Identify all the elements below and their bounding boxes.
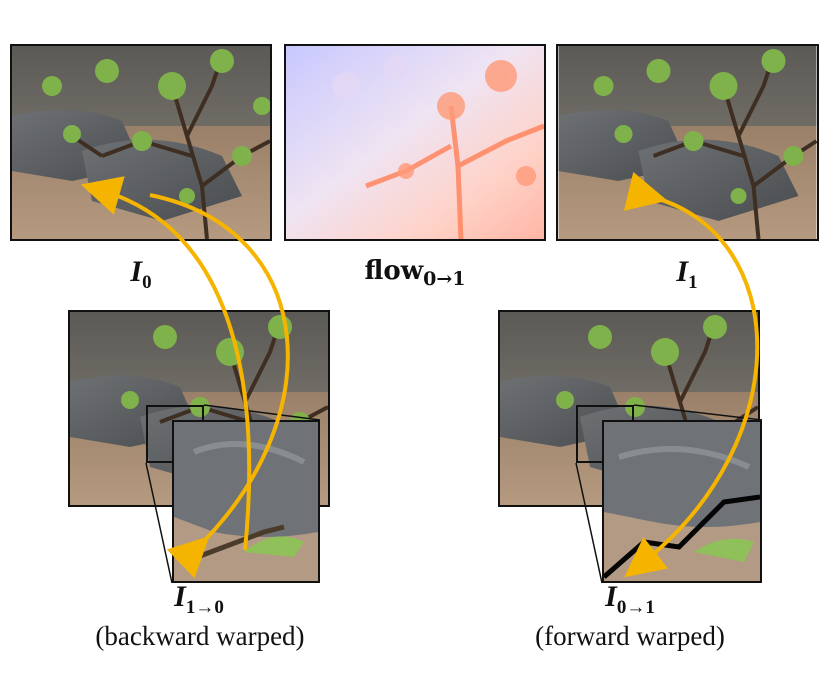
label-forward: I0→1: [565, 580, 695, 619]
zoom-inset-backward: [172, 420, 320, 583]
flow-visualization: [286, 46, 544, 239]
caption-forward: (forward warped): [535, 621, 725, 651]
image-i0: [10, 44, 272, 241]
caption-backward: (backward warped): [95, 621, 305, 651]
label-backward-main: I: [174, 580, 186, 613]
label-forward-main: I: [605, 580, 617, 613]
label-i1-main: I: [676, 255, 689, 288]
label-flow-main: flow: [364, 256, 424, 286]
image-i1: [556, 44, 819, 241]
label-forward-sub: 0→1: [616, 597, 655, 618]
label-i0-main: I: [130, 255, 143, 288]
zoom-image-forward: [604, 422, 760, 581]
label-flow: flow0→1: [340, 256, 490, 290]
scene-image-i0: [12, 46, 270, 239]
zoom-image-backward: [174, 422, 318, 581]
zoom-inset-forward: [602, 420, 762, 583]
label-i0-sub: 0: [142, 272, 152, 293]
label-i1-sub: 1: [688, 272, 698, 293]
scene-image-i1: [558, 46, 817, 239]
flow-image: [284, 44, 546, 241]
label-i0: I0: [91, 255, 191, 294]
label-flow-sub: 0→1: [423, 268, 466, 291]
label-backward: I1→0: [134, 580, 264, 619]
label-i1: I1: [637, 255, 737, 294]
label-backward-sub: 1→0: [185, 597, 224, 618]
